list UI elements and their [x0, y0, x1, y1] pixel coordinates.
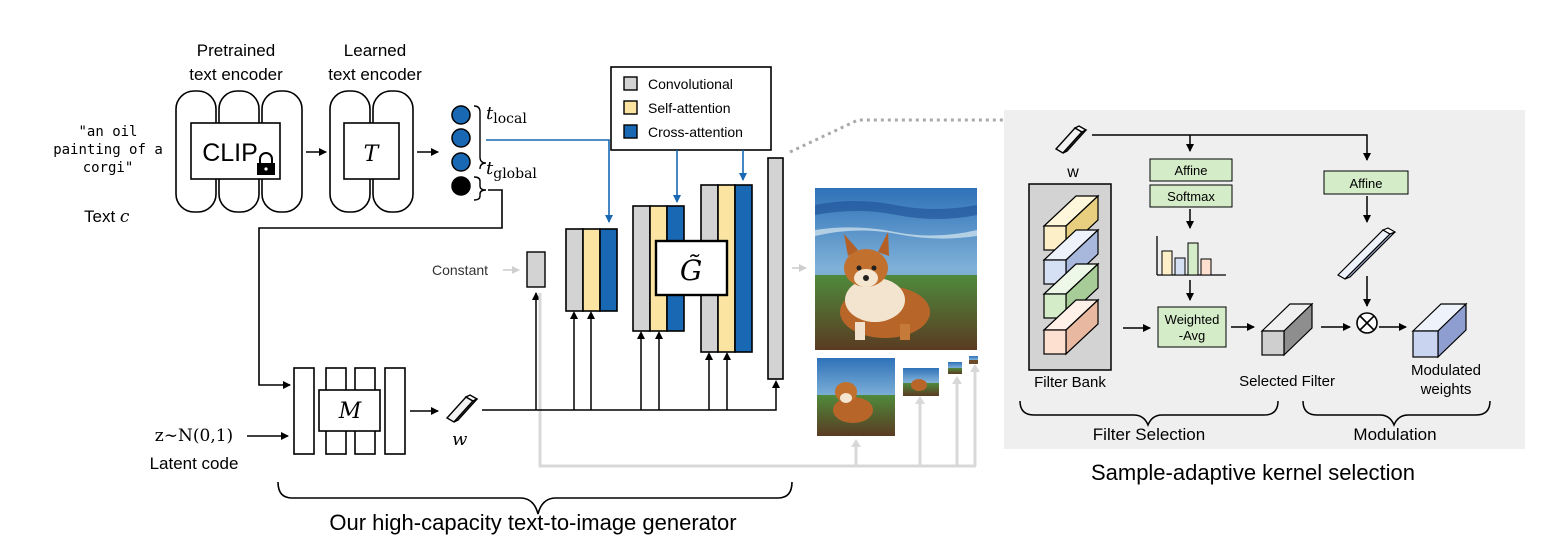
- output-image-tiny: [948, 362, 962, 374]
- legend-label-cross: Cross-attention: [648, 124, 743, 140]
- constant-label: Constant: [432, 262, 488, 278]
- pretrained-title-1: Pretrained: [197, 41, 275, 60]
- modulated-label-2: weights: [1420, 381, 1472, 398]
- generator-caption: Our high-capacity text-to-image generato…: [329, 510, 736, 535]
- g-tilde-label: G̃: [680, 254, 702, 287]
- token-circles: [451, 105, 471, 196]
- softmax-box: [1149, 184, 1233, 208]
- modulated-weights-cube: [1411, 302, 1468, 359]
- selected-filter-cube: [1260, 302, 1314, 357]
- kernel-caption: Sample-adaptive kernel selection: [1091, 460, 1415, 485]
- filter-bank-label: Filter Bank: [1034, 374, 1106, 391]
- kernel-w-vector: [1054, 125, 1088, 154]
- affine-label-1: Affine: [1174, 163, 1207, 178]
- constant-block: [526, 251, 546, 288]
- legend-label-conv: Convolutional: [648, 76, 733, 92]
- output-image-small: [903, 368, 939, 396]
- kernel-w-label: w: [1066, 164, 1079, 181]
- softmax-label: Softmax: [1167, 189, 1215, 204]
- local-brace: [473, 105, 487, 170]
- output-image-medium: [817, 358, 895, 436]
- learned-encoder: [329, 90, 414, 213]
- legend-swatch-conv: [623, 76, 638, 91]
- gen-block-1: [565, 228, 618, 312]
- weighted-avg-box: [1157, 306, 1227, 348]
- selected-filter-label: Selected Filter: [1239, 373, 1335, 390]
- svg-text:"an oil: "an oil: [78, 124, 137, 140]
- affine-box-1: [1149, 158, 1233, 182]
- pretrained-title-2: text encoder: [189, 65, 283, 84]
- t-global-connector: [258, 189, 503, 389]
- learned-title-1: Learned: [344, 41, 406, 60]
- weighted-label-1: Weighted: [1165, 312, 1220, 327]
- text-c-label: Text c: [84, 207, 130, 227]
- latent-label: Latent code: [150, 454, 239, 473]
- svg-text:painting of a: painting of a: [53, 142, 163, 158]
- w-to-affine2: [1092, 134, 1371, 161]
- weighted-label-2: -Avg: [1179, 328, 1206, 343]
- output-conv-block: [767, 157, 784, 380]
- modulation-label: Modulation: [1353, 425, 1436, 444]
- t-local-label: tlocal: [486, 103, 527, 127]
- mapping-network: [293, 367, 406, 455]
- learned-title-2: text encoder: [328, 65, 422, 84]
- modulated-label-1: Modulated: [1411, 362, 1481, 379]
- lock-icon: [257, 152, 275, 175]
- modulation-brace: [1302, 400, 1491, 428]
- w-vector: [445, 394, 479, 423]
- affine-label-2: Affine: [1349, 176, 1382, 191]
- output-image-large: [815, 188, 977, 350]
- clip-label: CLIP: [202, 139, 258, 167]
- softmax-histogram: [1156, 236, 1226, 276]
- prompt-text: "an oil painting of a corgi": [53, 124, 163, 176]
- legend-swatch-self: [623, 100, 638, 115]
- output-image-smallest: [969, 356, 978, 364]
- t-local-connector: [486, 139, 613, 223]
- affine-box-2: [1323, 170, 1409, 195]
- pretrained-encoder: [175, 90, 303, 213]
- skip-connections: [538, 293, 977, 468]
- legend-label-self: Self-attention: [648, 100, 731, 116]
- w-label: w: [452, 429, 468, 450]
- w-bus: [482, 317, 777, 411]
- generator-brace: [277, 481, 793, 515]
- multiply-icon: [1356, 312, 1378, 334]
- t-label: T: [364, 142, 381, 167]
- zoom-connector: [789, 118, 1020, 154]
- filter-bank-cubes: [1042, 194, 1100, 356]
- filter-selection-brace: [1019, 400, 1279, 428]
- m-label: M: [338, 399, 362, 424]
- g-tilde-box: [654, 239, 729, 297]
- svg-text:corgi": corgi": [83, 160, 134, 176]
- legend: Convolutional Self-attention Cross-atten…: [610, 66, 772, 151]
- latent-formula: z∼N(0,1): [155, 426, 233, 446]
- legend-swatch-cross: [623, 124, 638, 139]
- filter-selection-label: Filter Selection: [1093, 425, 1205, 444]
- global-brace: [473, 176, 487, 201]
- modulation-vector: [1337, 227, 1397, 280]
- t-global-label: tglobal: [486, 158, 537, 182]
